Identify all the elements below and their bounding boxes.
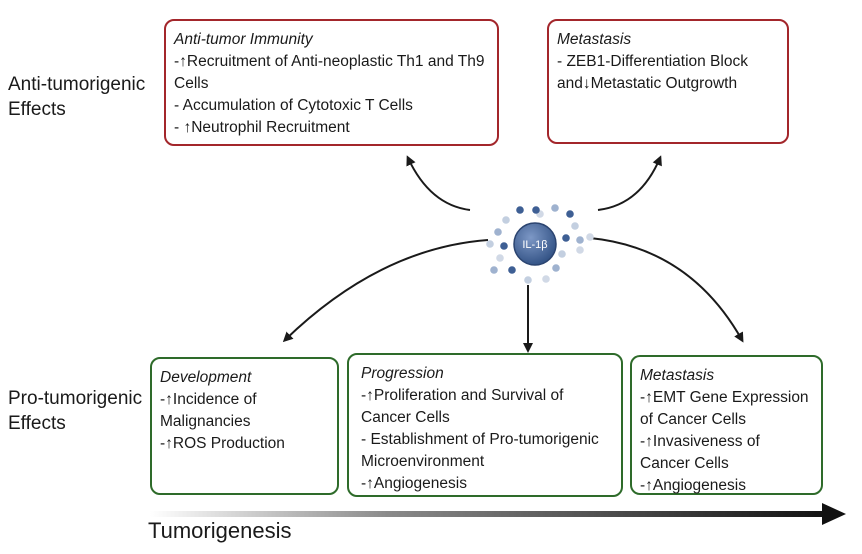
box-title: Metastasis (557, 31, 632, 48)
box-title: Progression (361, 365, 444, 382)
box-title: Metastasis (640, 367, 715, 384)
progression-box: Progression -↑Proliferation and Survival… (347, 353, 623, 497)
list-item: -↑Angiogenesis (361, 475, 467, 492)
list-item: - Establishment of Pro-tumorigenic Micro… (361, 431, 599, 470)
list-item: -↑Invasiveness of Cancer Cells (640, 433, 760, 472)
anti-tumor-immunity-box: Anti-tumor Immunity -↑Recruitment of Ant… (164, 19, 499, 146)
list-item: -↑EMT Gene Expression of Cancer Cells (640, 389, 809, 428)
il1b-label: IL-1β (522, 239, 547, 251)
list-item: -↑ROS Production (160, 435, 285, 452)
list-item: -↑Proliferation and Survival of Cancer C… (361, 387, 564, 426)
arrow-to-anti-metastasis (597, 155, 662, 211)
list-item: -↑Recruitment of Anti-neoplastic Th1 and… (174, 53, 485, 92)
list-item: -↑Incidence of Malignancies (160, 391, 257, 430)
pro-metastasis-box: Metastasis -↑EMT Gene Expression of Canc… (630, 355, 823, 495)
list-item: - Accumulation of Cytotoxic T Cells (174, 97, 413, 114)
timeline-arrowhead (822, 503, 846, 525)
box-title: Anti-tumor Immunity (174, 31, 313, 48)
box-title: Development (160, 369, 252, 386)
arrow-to-pro-metastasis (589, 237, 744, 343)
list-item: -↑Angiogenesis (640, 477, 746, 494)
tumorigenesis-label: Tumorigenesis (148, 518, 292, 543)
list-item: - ZEB1-Differentiation Block and↓Metasta… (557, 53, 748, 92)
cytokine-dots (486, 204, 594, 284)
anti-metastasis-box: Metastasis - ZEB1-Differentiation Block … (547, 19, 789, 144)
pro-tumorigenic-effects-label: Pro-tumorigenic Effects (8, 388, 143, 434)
arrow-to-development (282, 239, 489, 343)
development-box: Development -↑Incidence of Malignancies … (150, 357, 339, 495)
timeline-bar (150, 511, 828, 517)
il1b-cell (513, 222, 557, 266)
list-item: - ↑Neutrophil Recruitment (174, 119, 350, 136)
anti-tumorigenic-effects-label: Anti-tumorigenic Effects (8, 74, 146, 120)
arrow-to-anti-immunity (406, 155, 471, 211)
